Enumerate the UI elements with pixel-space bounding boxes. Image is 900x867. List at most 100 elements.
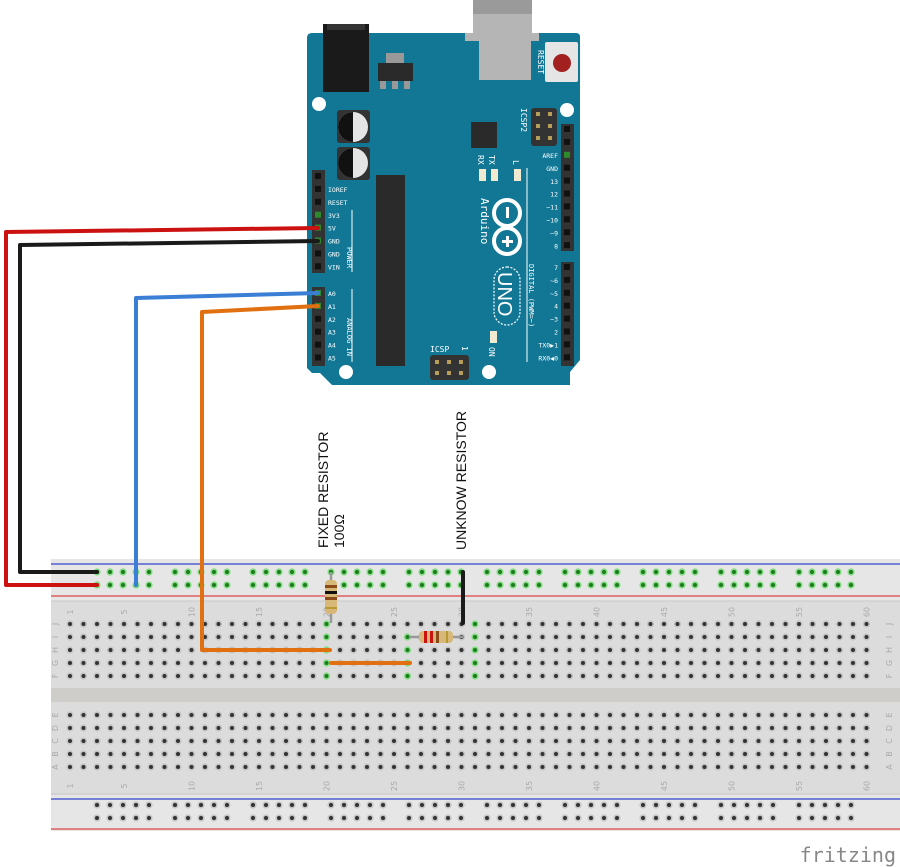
power-group-label: POWER: [345, 247, 353, 269]
hole-center: [689, 752, 693, 756]
header-pin[interactable]: [315, 315, 321, 322]
hole-center: [581, 661, 585, 665]
hole-center: [68, 648, 72, 652]
rail-hole-center: [251, 570, 255, 574]
hole-center: [216, 726, 221, 730]
hole-center: [378, 648, 383, 652]
rail-hole-center: [615, 816, 619, 820]
hole-center: [432, 739, 437, 743]
hole-center: [635, 726, 639, 730]
column-number: 15: [255, 781, 264, 791]
header-pin[interactable]: [564, 315, 570, 322]
icsp2-header: [531, 108, 557, 146]
header-pin[interactable]: [564, 328, 570, 335]
hole-center: [176, 752, 180, 756]
header-pin[interactable]: [564, 164, 570, 171]
hole-center: [230, 674, 234, 678]
header-pin[interactable]: [315, 185, 321, 192]
column-number: 45: [660, 781, 669, 791]
hole-center: [513, 726, 518, 730]
hole-center: [243, 635, 248, 639]
header-pin[interactable]: [564, 302, 570, 309]
hole-center: [513, 674, 518, 678]
rail-hole-center: [433, 803, 437, 807]
a1-wire[interactable]: [200, 304, 332, 652]
analog-pin-label: A0: [328, 290, 336, 298]
reset-button-cap[interactable]: [553, 54, 571, 72]
header-pin[interactable]: [315, 173, 321, 179]
fixed-resistor[interactable]: [325, 572, 337, 623]
hole-center: [297, 635, 302, 639]
header-pin[interactable]: [315, 354, 321, 361]
hole-center: [797, 713, 801, 717]
header-pin[interactable]: [564, 341, 570, 348]
power-pin-label: 5V: [328, 225, 336, 233]
hole-center: [675, 622, 680, 626]
hole-center: [567, 713, 572, 717]
a0-wire[interactable]: [134, 291, 320, 587]
header-pin[interactable]: [564, 242, 570, 249]
hole-center: [378, 765, 383, 769]
header-pin[interactable]: [564, 276, 570, 283]
rail-hole-center: [693, 803, 697, 807]
header-pin[interactable]: [315, 263, 321, 270]
header-pin[interactable]: [315, 250, 321, 257]
hole-center: [324, 661, 329, 665]
analog-pin-label: A1: [328, 303, 336, 311]
header-pin[interactable]: [315, 328, 321, 335]
uno-badge: [493, 266, 521, 326]
unknown-resistor[interactable]: [410, 631, 463, 643]
rail-hole-center: [303, 570, 307, 574]
hole-center: [284, 765, 288, 769]
hole-center: [284, 635, 288, 639]
hole-center: [108, 765, 113, 769]
header-pin[interactable]: [564, 216, 570, 223]
gnd-wire[interactable]: [18, 239, 320, 574]
rail-hole-center: [576, 583, 580, 587]
hole-center: [689, 661, 693, 665]
hole-center: [432, 674, 437, 678]
rail-hole-center: [433, 570, 437, 574]
header-pin[interactable]: [564, 138, 570, 145]
hole-center: [837, 674, 842, 678]
header-pin[interactable]: [564, 126, 570, 132]
hole-center: [621, 661, 626, 665]
rx-label: RX: [476, 155, 485, 165]
hole-center: [486, 713, 491, 717]
hole-center: [486, 674, 491, 678]
rail-hole-center: [173, 803, 177, 807]
rail-hole-center: [719, 816, 723, 820]
regulator-pin: [392, 81, 398, 89]
hole-center: [230, 739, 234, 743]
header-pin[interactable]: [564, 177, 570, 184]
hole-center: [513, 713, 518, 717]
hole-center: [230, 752, 234, 756]
hole-center: [149, 726, 153, 730]
header-pin[interactable]: [564, 203, 570, 210]
rail-hole-center: [108, 570, 112, 574]
hole-center: [797, 674, 801, 678]
5v-wire[interactable]: [4, 226, 320, 587]
hole-center: [365, 713, 369, 717]
header-pin[interactable]: [315, 211, 321, 218]
header-pin[interactable]: [564, 229, 570, 236]
header-pin[interactable]: [564, 190, 570, 197]
hole-center: [216, 661, 221, 665]
header-pin[interactable]: [315, 341, 321, 348]
hole-center: [162, 635, 167, 639]
hole-center: [162, 752, 167, 756]
rail-hole-center: [368, 803, 372, 807]
hole-center: [500, 765, 504, 769]
row-letter: C: [885, 738, 894, 744]
hole-center: [176, 635, 180, 639]
analog-header: [312, 287, 325, 366]
header-pin[interactable]: [564, 151, 570, 158]
hole-center: [648, 726, 653, 730]
header-pin[interactable]: [564, 264, 570, 270]
hole-center: [824, 765, 828, 769]
header-pin[interactable]: [315, 198, 321, 205]
hole-center: [68, 713, 72, 717]
rx-led: [479, 169, 486, 181]
header-pin[interactable]: [564, 289, 570, 296]
header-pin[interactable]: [564, 354, 570, 361]
